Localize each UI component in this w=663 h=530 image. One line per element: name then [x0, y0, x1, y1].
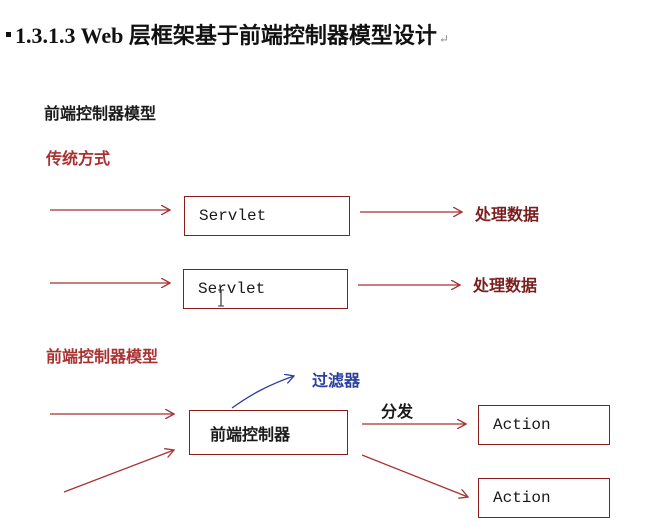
- traditional-label: 传统方式: [46, 151, 111, 168]
- arrow-to-action-2: [361, 454, 468, 497]
- i-beam-cursor-icon: [218, 289, 224, 307]
- front-controller-box: 前端控制器: [189, 410, 348, 455]
- process-data-label-2: 处理数据: [473, 278, 538, 295]
- front-controller-label: 前端控制器: [210, 426, 291, 444]
- action-box-1: Action: [478, 405, 610, 445]
- filter-label: 过滤器: [312, 373, 361, 390]
- servlet-box-1-label: Servlet: [199, 207, 267, 225]
- servlet-box-2: Servlet: [183, 269, 348, 309]
- process-data-label-1: 处理数据: [475, 207, 540, 224]
- heading-text: 1.3.1.3 Web 层框架基于前端控制器模型设计: [15, 23, 437, 48]
- arrow-in-front-2: [63, 450, 174, 493]
- action-box-2-label: Action: [493, 489, 551, 507]
- paragraph-mark-icon: ↵: [438, 32, 449, 46]
- action-box-1-label: Action: [493, 416, 551, 434]
- arrow-filter: [231, 376, 294, 409]
- section-title: 前端控制器模型: [44, 106, 157, 123]
- dispatch-label: 分发: [381, 404, 414, 421]
- bullet-icon: [6, 32, 11, 38]
- front-model-label: 前端控制器模型: [46, 349, 159, 366]
- page-heading: 1.3.1.3 Web 层框架基于前端控制器模型设计↵: [6, 18, 449, 50]
- action-box-2: Action: [478, 478, 610, 518]
- servlet-box-1: Servlet: [184, 196, 350, 236]
- servlet-box-2-label: Servlet: [198, 280, 266, 298]
